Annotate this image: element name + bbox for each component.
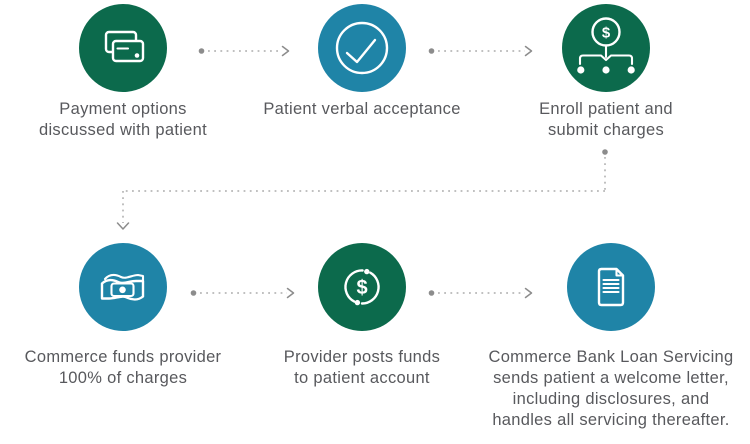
step-5-label-line-1: Provider posts funds (283, 348, 441, 366)
step-5-label-line-2: to patient account (294, 369, 430, 387)
step-3-label-line-1: Enroll patient and (539, 100, 673, 118)
step-1-label-line-1: Payment options (59, 100, 187, 118)
step-1-circle (79, 4, 167, 92)
arrow-step4-to-step5 (190, 287, 295, 299)
arrow-step3-to-step4 (116, 149, 608, 230)
step-4-label: Commerce funds provider 100% of charges (3, 347, 243, 389)
credit-cards-icon (104, 30, 145, 63)
step-6-label-line-4: handles all servicing thereafter. (492, 411, 730, 429)
dollar-distribution-icon: $ (577, 17, 635, 74)
step-6-label: Commerce Bank Loan Servicing sends patie… (478, 347, 744, 431)
step-2-circle (318, 4, 406, 92)
arrow-step1-to-step2 (198, 45, 290, 57)
banknote-icon (100, 273, 145, 301)
step-4-label-line-1: Commerce funds provider (24, 348, 222, 366)
step-6-label-line-2: sends patient a welcome letter, (493, 369, 729, 387)
step-3-label: Enroll patient and submit charges (486, 99, 726, 140)
document-icon (597, 267, 625, 307)
step-1-label-line-2: discussed with patient (38, 120, 208, 139)
svg-text:$: $ (602, 25, 611, 42)
step-4-circle (79, 243, 167, 331)
svg-text:$: $ (356, 277, 367, 299)
step-3-label-line-2: submit charges (547, 120, 665, 139)
check-circle-icon (335, 21, 389, 75)
step-6-label-line-1: Commerce Bank Loan Servicing (488, 348, 734, 366)
step-2-label-line-1: Patient verbal acceptance (263, 100, 461, 118)
step-5-circle: $ (318, 243, 406, 331)
dollar-cycle-icon: $ (344, 268, 380, 306)
step-6-label-line-3: including disclosures, and (512, 390, 710, 408)
step-2-label: Patient verbal acceptance (222, 99, 502, 120)
step-6-circle (567, 243, 655, 331)
step-4-label-line-2: 100% of charges (58, 369, 188, 387)
arrow-step2-to-step3 (428, 45, 533, 57)
step-1-label: Payment options discussed with patient (3, 99, 243, 140)
step-5-label: Provider posts funds to patient account (242, 347, 482, 389)
arrow-step5-to-step6 (428, 287, 533, 299)
step-3-circle: $ (562, 4, 650, 92)
